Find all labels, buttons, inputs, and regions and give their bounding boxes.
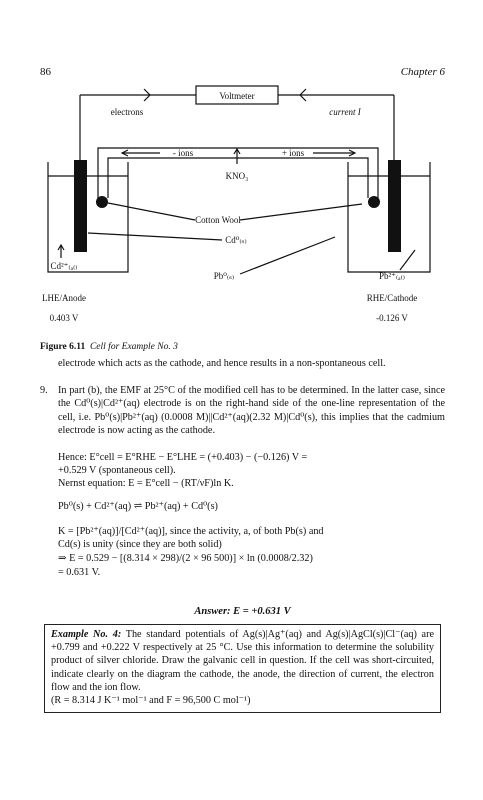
current-label: current I: [329, 107, 361, 117]
equation-line: K = [Pb²⁺(aq)]/[Cd²⁺(aq)], since the act…: [58, 526, 324, 537]
electrons-arrow: [143, 88, 151, 102]
answer-line: Answer: E = +0.631 V: [194, 606, 291, 617]
lhe-voltage: 0.403 V: [50, 313, 79, 323]
cadmium-electrode: [74, 160, 87, 252]
item-number: 9.: [40, 385, 48, 396]
equation-line: Cd(s) is unity (since they are both soli…: [58, 539, 222, 550]
equation-line: Nernst equation: E = E°cell − (RT/νF)ln …: [58, 478, 234, 489]
cd-metal-label: Cd⁰₍ₛ₎: [225, 235, 247, 245]
pb-metal-label: Pb⁰₍ₛ₎: [214, 271, 235, 281]
item-text: In part (b), the EMF at 25°C of the modi…: [58, 385, 445, 437]
example-constants: (R = 8.314 J K⁻¹ mol⁻¹ and F = 96,500 C …: [51, 695, 251, 707]
salt-label: KNO₃: [226, 171, 249, 181]
pb-ion-label: Pb²⁺₍ₐ₍₎: [379, 271, 405, 281]
page-number: 86: [40, 66, 51, 78]
figure-title: Cell for Example No. 3: [89, 342, 178, 352]
pos-ions-label: + ions: [282, 148, 305, 158]
equation-line: ⇒ E = 0.529 − [(8.314 × 298)/(2 × 96 500…: [58, 553, 313, 564]
paragraph-continuation: electrode which acts as the cathode, and…: [58, 358, 386, 369]
voltmeter-label: Voltmeter: [219, 91, 254, 101]
chapter-title: Chapter 6: [400, 66, 445, 78]
lead-electrode: [388, 160, 401, 252]
equation-line: +0.529 V (spontaneous cell).: [58, 465, 176, 476]
cell-diagram: Voltmeter electrons current I - ions + i…: [42, 85, 431, 323]
cd-ion-label: Cd²⁺₍ₐ₍₎: [50, 261, 77, 271]
figure-label: Figure 6.11: [40, 342, 86, 352]
equation-line: Hence: E°cell = E°RHE − E°LHE = (+0.403)…: [58, 452, 308, 463]
cotton-wool-label: Cotton Wool: [195, 215, 241, 225]
electrons-label: electrons: [111, 107, 144, 117]
right-beaker: [347, 162, 431, 273]
figure-caption: Figure 6.11 Cell for Example No. 3: [40, 342, 178, 352]
salt-bridge: [97, 147, 379, 198]
left-beaker: [47, 162, 129, 273]
example-label: Example No. 4:: [51, 629, 122, 640]
cotton-plug-left: [96, 196, 108, 208]
list-item-9: 9. In part (b), the EMF at 25°C of the m…: [40, 384, 445, 438]
cotton-plug-right: [368, 196, 380, 208]
current-arrow: [299, 88, 307, 102]
equation-line: = 0.631 V.: [58, 567, 101, 578]
example-box: Example No. 4: The standard potentials o…: [44, 624, 441, 713]
example-text: The standard potentials of Ag(s)|Ag⁺(aq)…: [51, 629, 434, 693]
neg-ions-label: - ions: [173, 148, 194, 158]
rhe-label: RHE/Cathode: [367, 293, 418, 303]
equation-line: Pb⁰(s) + Cd²⁺(aq) ⇌ Pb²⁺(aq) + Cd⁰(s): [58, 501, 218, 512]
rhe-voltage: -0.126 V: [376, 313, 408, 323]
lhe-label: LHE/Anode: [42, 293, 86, 303]
